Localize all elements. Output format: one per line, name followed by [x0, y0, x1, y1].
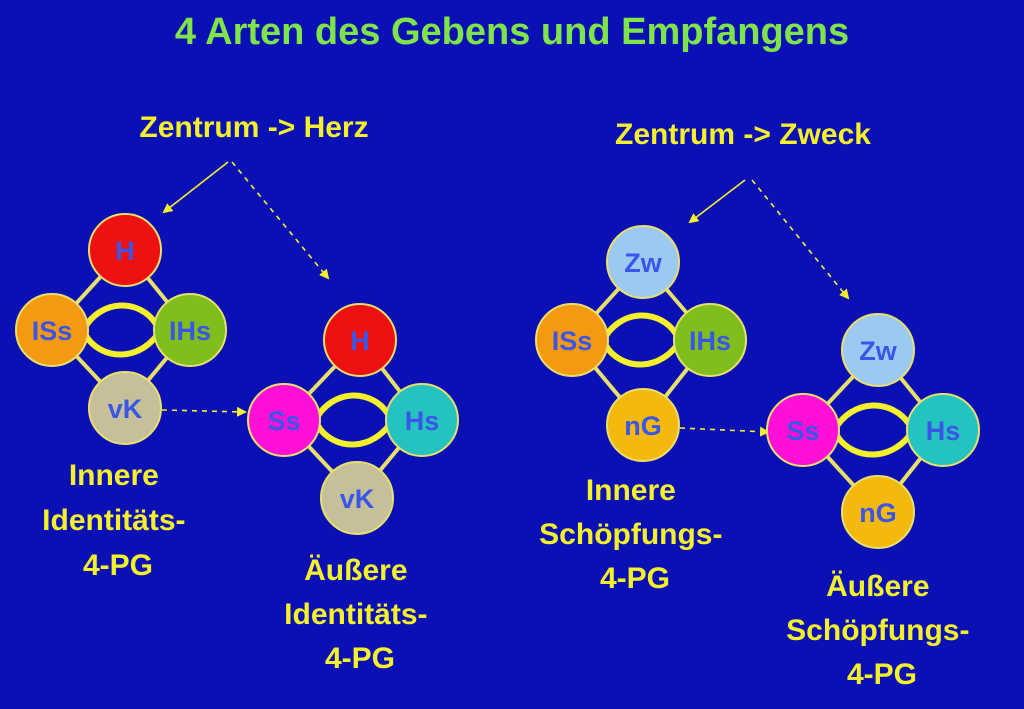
caption-inner-identity-line-2: Identitäts-	[42, 504, 185, 537]
node-right-circle	[906, 393, 980, 467]
node-top-circle	[606, 225, 680, 299]
exchange-arrow-lower	[834, 425, 918, 458]
exchange-arrow-upper	[830, 402, 912, 435]
caption-outer-identity-line-2: Identitäts-	[284, 598, 427, 631]
diagram-outer-identity: H Ss Hs vK	[247, 303, 459, 535]
node-bottom-label: vK	[108, 394, 143, 424]
exchange-arrow-lower	[315, 415, 397, 448]
exchange-arrow-upper	[79, 302, 159, 335]
node-top-circle	[841, 313, 915, 387]
node-left-circle	[15, 293, 89, 367]
caption-inner-creation-line-3: 4-PG	[600, 562, 670, 595]
arrow-right-dashed	[751, 179, 850, 300]
node-top-label: H	[350, 326, 370, 356]
node-left-label: Ss	[786, 416, 819, 446]
node-left-circle	[247, 383, 321, 457]
node-right-label: Hs	[926, 416, 961, 446]
node-top-circle	[323, 303, 397, 377]
heading-right: Zentrum -> Zweck	[615, 118, 871, 151]
node-right-label: IHs	[689, 326, 731, 356]
node-bottom-label: nG	[859, 498, 897, 528]
node-top-label: Zw	[859, 336, 897, 366]
caption-outer-creation-line-1: Äußere	[826, 570, 929, 603]
node-top-circle	[88, 213, 162, 287]
node-right-circle	[385, 383, 459, 457]
node-left-label: ISs	[32, 316, 73, 346]
exchange-arrow-lower	[83, 325, 165, 358]
diagram-inner-identity: H ISs IHs vK	[15, 213, 227, 445]
caption-inner-creation: Innere Schöpfungs- 4-PG	[539, 474, 731, 595]
node-bottom-circle	[320, 461, 394, 535]
page-title: 4 Arten des Gebens und Empfangens	[175, 11, 849, 53]
arrow-inner-identity-to-outer	[161, 406, 247, 417]
caption-inner-creation-line-1: Innere	[586, 474, 676, 507]
arrow-left-dashed	[231, 161, 330, 280]
node-bottom-label: nG	[624, 411, 662, 441]
node-right-circle	[153, 293, 227, 367]
node-right-circle	[673, 303, 747, 377]
node-left-label: Ss	[267, 406, 300, 436]
arrow-inner-creation-to-outer	[679, 426, 770, 437]
node-top-label: Zw	[624, 248, 662, 278]
caption-outer-creation: Äußere Schöpfungs- 4-PG	[786, 570, 978, 691]
node-bottom-label: vK	[340, 484, 375, 514]
caption-outer-creation-line-2: Schöpfungs-	[786, 614, 969, 647]
caption-inner-creation-line-2: Schöpfungs-	[539, 518, 722, 551]
heading-left: Zentrum -> Herz	[139, 111, 368, 144]
node-right-label: IHs	[169, 316, 211, 346]
caption-inner-identity-line-1: Innere	[69, 459, 159, 492]
caption-outer-creation-line-3: 4-PG	[847, 658, 917, 691]
exchange-arrow-upper	[599, 312, 679, 345]
node-left-label: ISs	[552, 326, 593, 356]
node-bottom-circle	[606, 388, 680, 462]
heading-arrows	[161, 161, 850, 437]
caption-outer-identity-line-1: Äußere	[304, 554, 407, 587]
exchange-arrow-lower	[603, 335, 685, 368]
caption-outer-identity: Äußere Identitäts- 4-PG	[284, 554, 436, 675]
node-left-circle	[535, 303, 609, 377]
node-top-label: H	[115, 236, 135, 266]
caption-inner-identity: Innere Identitäts- 4-PG	[42, 459, 194, 582]
exchange-arrow-upper	[311, 392, 391, 425]
node-right-label: Hs	[405, 406, 440, 436]
node-bottom-circle	[88, 371, 162, 445]
node-left-circle	[766, 393, 840, 467]
caption-outer-identity-line-3: 4-PG	[325, 642, 395, 675]
node-bottom-circle	[841, 475, 915, 549]
caption-inner-identity-line-3: 4-PG	[83, 549, 153, 582]
arrow-left-solid	[162, 161, 229, 214]
arrow-right-solid	[688, 179, 746, 224]
